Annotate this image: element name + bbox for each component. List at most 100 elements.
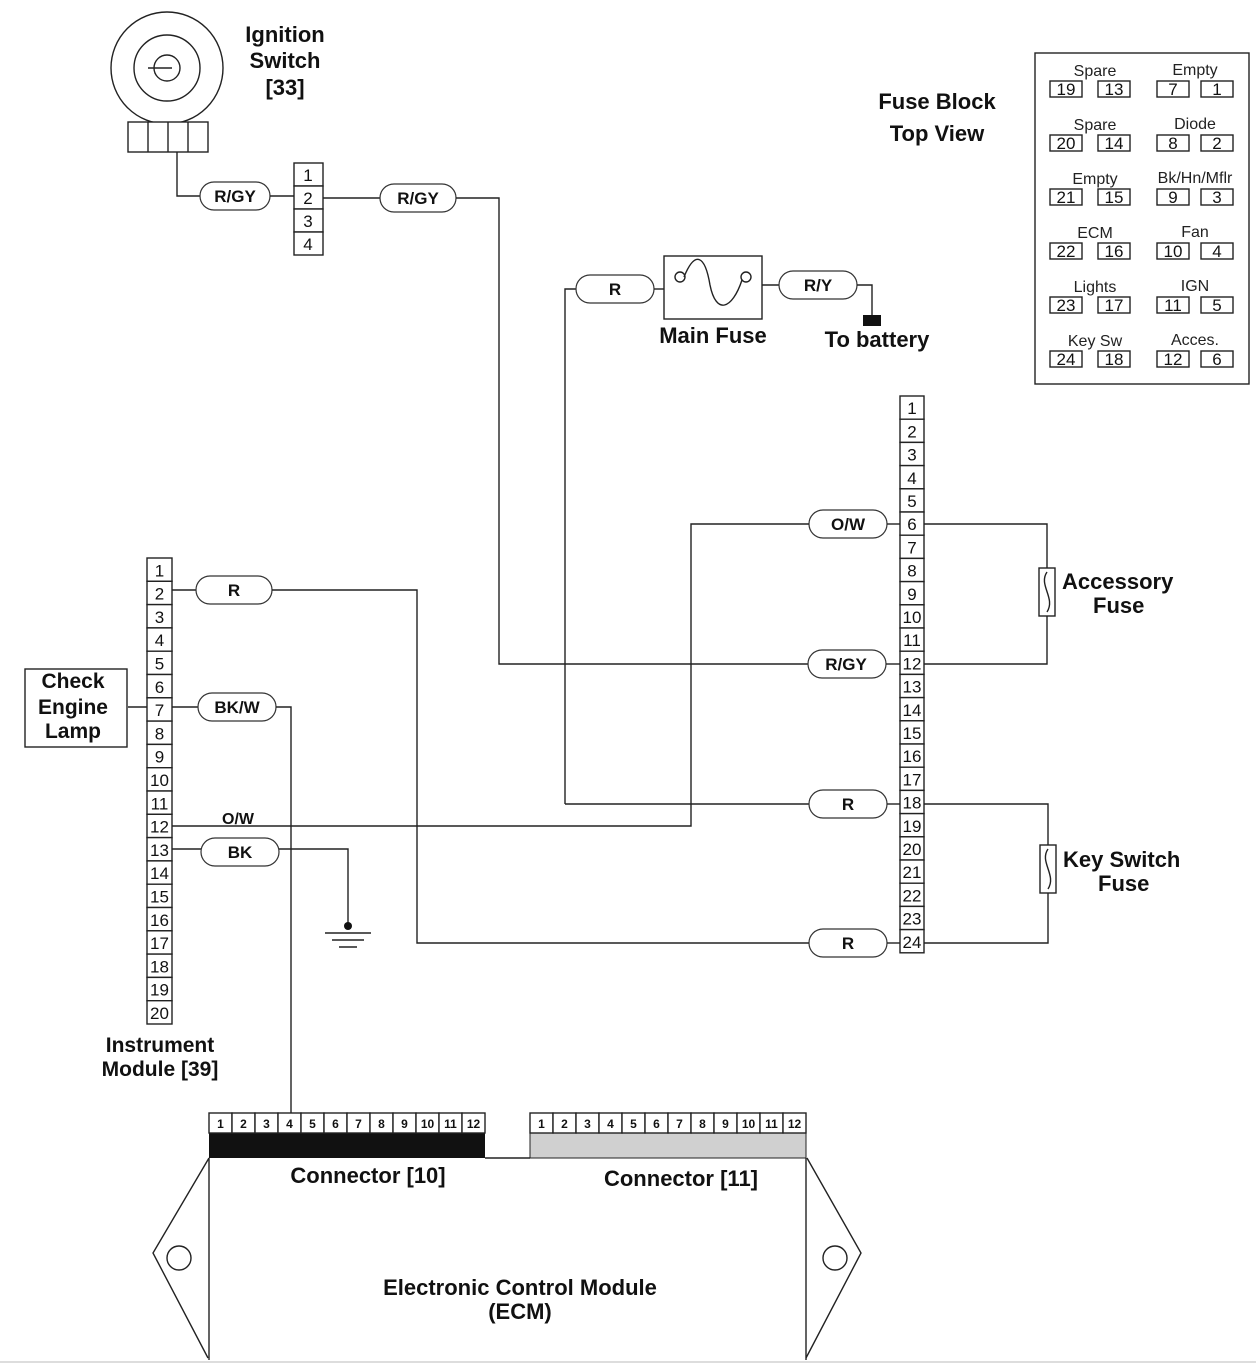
- wire-label-fb18-text: R: [842, 795, 854, 814]
- legend-fuse-slot-12: [1156, 350, 1190, 368]
- legend-fuse-number-19: 19: [1057, 80, 1076, 99]
- fuse-block-pin-11: 11: [903, 631, 921, 650]
- legend-fuse-slot-3: [1200, 188, 1234, 206]
- fuse-block-pin-22: 22: [903, 886, 922, 905]
- connector-10-label: Connector [10]: [290, 1163, 445, 1188]
- instrument-module-pin-20: 20: [150, 1004, 169, 1023]
- legend-fuse-slot-22: [1049, 242, 1083, 260]
- ignition-switch-title-2: Switch: [250, 48, 321, 73]
- legend-fuse-number-21: 21: [1057, 188, 1076, 207]
- instrument-module-pin-8: 8: [155, 724, 164, 743]
- ignition-switch-title-1: Ignition: [245, 22, 324, 47]
- ecm-body[interactable]: [152, 1157, 862, 1360]
- connector-11-pin-5: 5: [630, 1117, 637, 1131]
- legend-fuse-slot-11: [1156, 296, 1190, 314]
- check-engine-lamp-label-1: Check: [41, 670, 104, 693]
- legend-fuse-slot-14: [1097, 134, 1131, 152]
- legend-label-right-3: Fan: [1181, 224, 1209, 241]
- legend-fuse-number-10: 10: [1164, 242, 1183, 261]
- connector-10-pin-1: 1: [217, 1117, 224, 1131]
- legend-fuse-number-20: 20: [1057, 134, 1076, 153]
- wire-label-im2-text: R: [228, 581, 240, 600]
- legend-label-left-4: Lights: [1074, 279, 1117, 296]
- battery-label: To battery: [825, 327, 930, 352]
- instrument-module-pin-4: 4: [155, 631, 164, 650]
- legend-fuse-number-1: 1: [1212, 80, 1221, 99]
- legend-label-left-5: Key Sw: [1068, 333, 1123, 350]
- fuse-block-pin-24: 24: [903, 933, 922, 952]
- legend-fuse-slot-21: [1049, 188, 1083, 206]
- wire-label-ign-right-text: R/GY: [397, 189, 439, 208]
- connector-11-housing: [529, 1132, 807, 1159]
- instrument-module-pin-7: 7: [155, 701, 164, 720]
- connector-10-housing: [209, 1133, 485, 1158]
- fuse-block-pin-1: 1: [907, 399, 916, 418]
- instrument-module-pin-15: 15: [150, 888, 169, 907]
- fuse-block-pin-5: 5: [907, 492, 916, 511]
- legend-fuse-number-6: 6: [1212, 350, 1221, 369]
- legend-fuse-slot-10: [1156, 242, 1190, 260]
- fuse-block-cell-24: [899, 928, 925, 954]
- connector-10-pin-6: 6: [332, 1117, 339, 1131]
- fuse-block-title-2: Top View: [890, 121, 985, 146]
- fuse-block-pin-17: 17: [903, 770, 922, 789]
- ecm-label-2: (ECM): [488, 1299, 552, 1324]
- legend-fuse-number-18: 18: [1105, 350, 1124, 369]
- connector-10-pin-11: 11: [444, 1117, 457, 1131]
- legend-fuse-number-24: 24: [1057, 350, 1076, 369]
- connector-10-pin-10: 10: [421, 1117, 435, 1131]
- legend-label-left-2: Empty: [1072, 171, 1117, 188]
- fuse-block-pin-13: 13: [903, 678, 922, 697]
- connector-11-pin-12: 12: [788, 1117, 802, 1131]
- fuse-block-pin-9: 9: [907, 585, 916, 604]
- legend-label-right-5: Acces.: [1171, 332, 1219, 349]
- ign-connector-pin-2: 2: [303, 189, 312, 208]
- fuse-block-legend: [1034, 52, 1250, 385]
- legend-fuse-number-5: 5: [1212, 296, 1221, 315]
- legend-fuse-slot-16: [1097, 242, 1131, 260]
- legend-fuse-slot-13: [1097, 80, 1131, 98]
- fuse-block-pin-12: 12: [903, 654, 922, 673]
- fuse-block-pin-10: 10: [903, 608, 922, 627]
- legend-label-right-1: Diode: [1174, 116, 1216, 133]
- ignition-switch[interactable]: [110, 11, 224, 153]
- connector-10-pin-2: 2: [240, 1117, 247, 1131]
- legend-fuse-slot-4: [1200, 242, 1234, 260]
- accessory-fuse-label-1: Accessory: [1062, 569, 1174, 594]
- legend-fuse-number-14: 14: [1105, 134, 1124, 153]
- connector-11-pin-1: 1: [538, 1117, 545, 1131]
- legend-fuse-number-13: 13: [1105, 80, 1124, 99]
- instrument-module-pin-12: 12: [150, 818, 169, 837]
- legend-fuse-number-9: 9: [1168, 188, 1177, 207]
- legend-fuse-slot-18: [1097, 350, 1131, 368]
- legend-label-left-3: ECM: [1077, 225, 1113, 242]
- wire-label-fb6-text: O/W: [831, 515, 866, 534]
- key-switch-fuse[interactable]: [1039, 844, 1057, 894]
- legend-label-right-4: IGN: [1181, 278, 1209, 295]
- legend-fuse-number-3: 3: [1212, 188, 1221, 207]
- main-fuse[interactable]: [663, 255, 763, 320]
- accessory-fuse[interactable]: [1038, 567, 1056, 617]
- ign-connector-pin-1: 1: [303, 166, 312, 185]
- legend-fuse-slot-19: [1049, 80, 1083, 98]
- key-switch-fuse-label-2: Fuse: [1098, 871, 1149, 896]
- fuse-block-pin-14: 14: [903, 701, 922, 720]
- instrument-module-pin-17: 17: [150, 934, 169, 953]
- connector-10-pin-12: 12: [467, 1117, 481, 1131]
- check-engine-lamp[interactable]: [24, 668, 128, 748]
- ecm-mount-hole-left: [166, 1245, 192, 1271]
- instrument-module-pin-19: 19: [150, 981, 169, 1000]
- legend-fuse-slot-15: [1097, 188, 1131, 206]
- connector-10-pin-8: 8: [378, 1117, 385, 1131]
- legend-fuse-number-12: 12: [1164, 350, 1183, 369]
- fuse-block-pin-18: 18: [903, 794, 922, 813]
- connector-11-pin-10: 10: [742, 1117, 756, 1131]
- connector-11-pin-6: 6: [653, 1117, 660, 1131]
- instrument-module-pin-14: 14: [150, 864, 169, 883]
- instrument-module-label-1: Instrument: [106, 1034, 215, 1057]
- instrument-module-pin-2: 2: [155, 585, 164, 604]
- legend-fuse-slot-17: [1097, 296, 1131, 314]
- fuse-block-pin-7: 7: [907, 538, 916, 557]
- legend-label-left-1: Spare: [1074, 117, 1117, 134]
- fuse-block-pin-15: 15: [903, 724, 922, 743]
